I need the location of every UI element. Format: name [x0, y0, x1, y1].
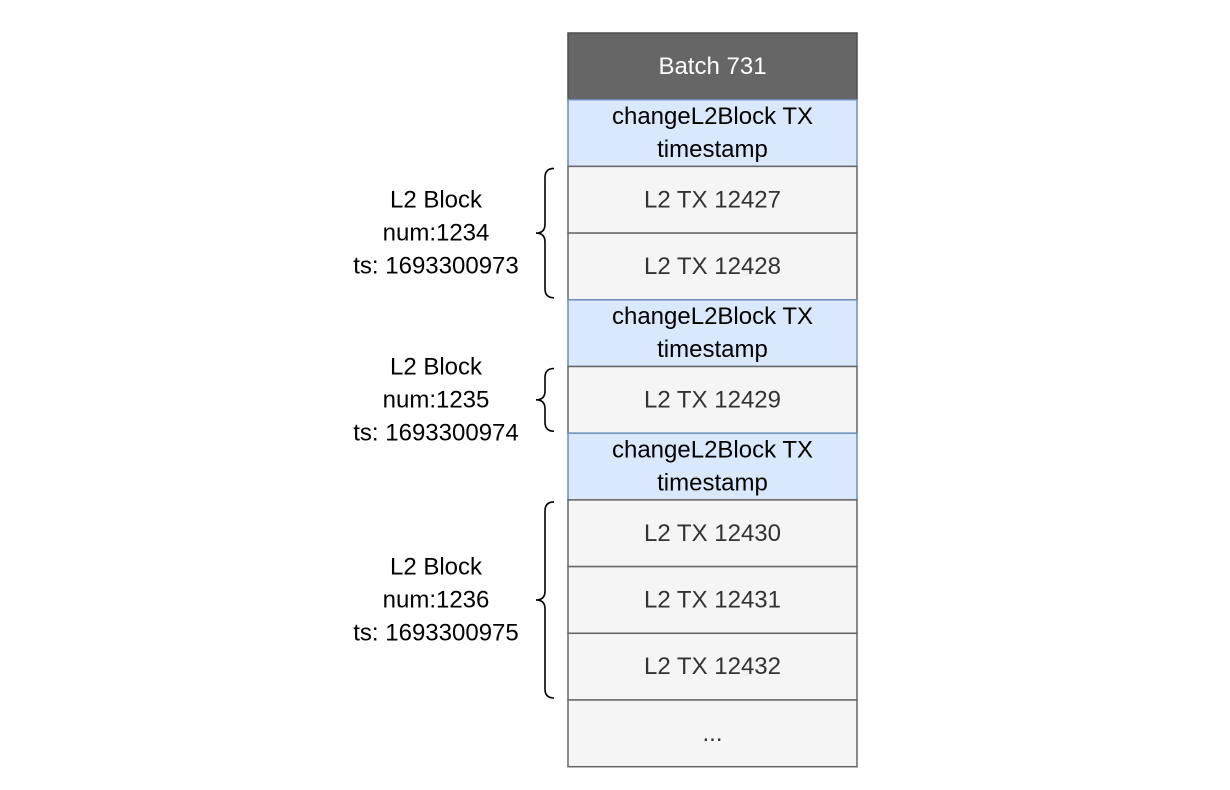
l2-tx-cell: L2 TX 12430	[567, 499, 858, 568]
l2-block-label-line: num:1235	[383, 386, 490, 413]
l2-block-label-line: ts: 1693300973	[353, 253, 518, 280]
l2-block-annotation: L2 Block num:1235 ts: 1693300974	[353, 353, 555, 446]
l2-block-label-line: L2 Block	[390, 553, 483, 580]
l2-block-annotation: L2 Block num:1234 ts: 1693300973	[353, 167, 555, 299]
change-l2block-label: changeL2Block TX	[612, 103, 813, 130]
batch-header-box	[567, 32, 858, 101]
l2-block-label-line: num:1234	[383, 220, 490, 247]
l2-block-label-line: L2 Block	[390, 187, 483, 214]
batch-header: Batch 731	[567, 32, 858, 101]
l2-block-annotation: L2 Block num:1236 ts: 1693300975	[353, 501, 555, 699]
l2-tx-label: L2 TX 12427	[644, 186, 781, 213]
l2-block-label: L2 Block num:1236 ts: 1693300975	[353, 553, 518, 646]
l2-block-label: L2 Block num:1235 ts: 1693300974	[353, 353, 518, 446]
change-l2block-box	[567, 98, 858, 168]
curly-brace-icon	[535, 501, 555, 699]
l2-tx-label: L2 TX 12429	[644, 386, 781, 413]
l2-tx-box	[567, 632, 858, 701]
l2-tx-label: L2 TX 12430	[644, 520, 781, 547]
l2-block-label: L2 Block num:1234 ts: 1693300973	[353, 187, 518, 280]
change-l2block-label: timestamp	[657, 470, 768, 497]
l2-block-label-line: ts: 1693300975	[353, 619, 518, 646]
change-l2block-label: timestamp	[657, 136, 768, 163]
change-l2block-cell: changeL2Block TX timestamp	[567, 98, 858, 168]
l2-tx-label: L2 TX 12432	[644, 653, 781, 680]
l2-tx-box	[567, 699, 858, 768]
batch-title: Batch 731	[658, 53, 766, 80]
l2-tx-cell: L2 TX 12427	[567, 165, 858, 234]
change-l2block-cell: changeL2Block TX timestamp	[567, 299, 858, 368]
l2-tx-box	[567, 365, 858, 434]
change-l2block-label: timestamp	[657, 336, 768, 363]
l2-block-label-line: num:1236	[383, 586, 490, 613]
l2-tx-box	[567, 165, 858, 234]
l2-tx-cell: L2 TX 12432	[567, 632, 858, 701]
l2-tx-cell: L2 TX 12431	[567, 565, 858, 635]
l2-tx-label: ...	[702, 720, 722, 747]
change-l2block-box	[567, 299, 858, 368]
l2-block-label-line: ts: 1693300974	[353, 419, 518, 446]
change-l2block-label: changeL2Block TX	[612, 303, 813, 330]
l2-tx-label: L2 TX 12431	[644, 586, 781, 613]
l2-tx-box	[567, 232, 858, 301]
l2-tx-cell: ...	[567, 699, 858, 768]
change-l2block-label: changeL2Block TX	[612, 437, 813, 464]
curly-brace-icon	[535, 167, 555, 299]
l2-tx-cell: L2 TX 12428	[567, 232, 858, 301]
l2-tx-cell: L2 TX 12429	[567, 365, 858, 434]
l2-block-label-line: L2 Block	[390, 353, 483, 380]
l2-tx-label: L2 TX 12428	[644, 253, 781, 280]
change-l2block-cell: changeL2Block TX timestamp	[567, 432, 858, 501]
l2-tx-box	[567, 499, 858, 568]
curly-brace-icon	[535, 367, 555, 432]
